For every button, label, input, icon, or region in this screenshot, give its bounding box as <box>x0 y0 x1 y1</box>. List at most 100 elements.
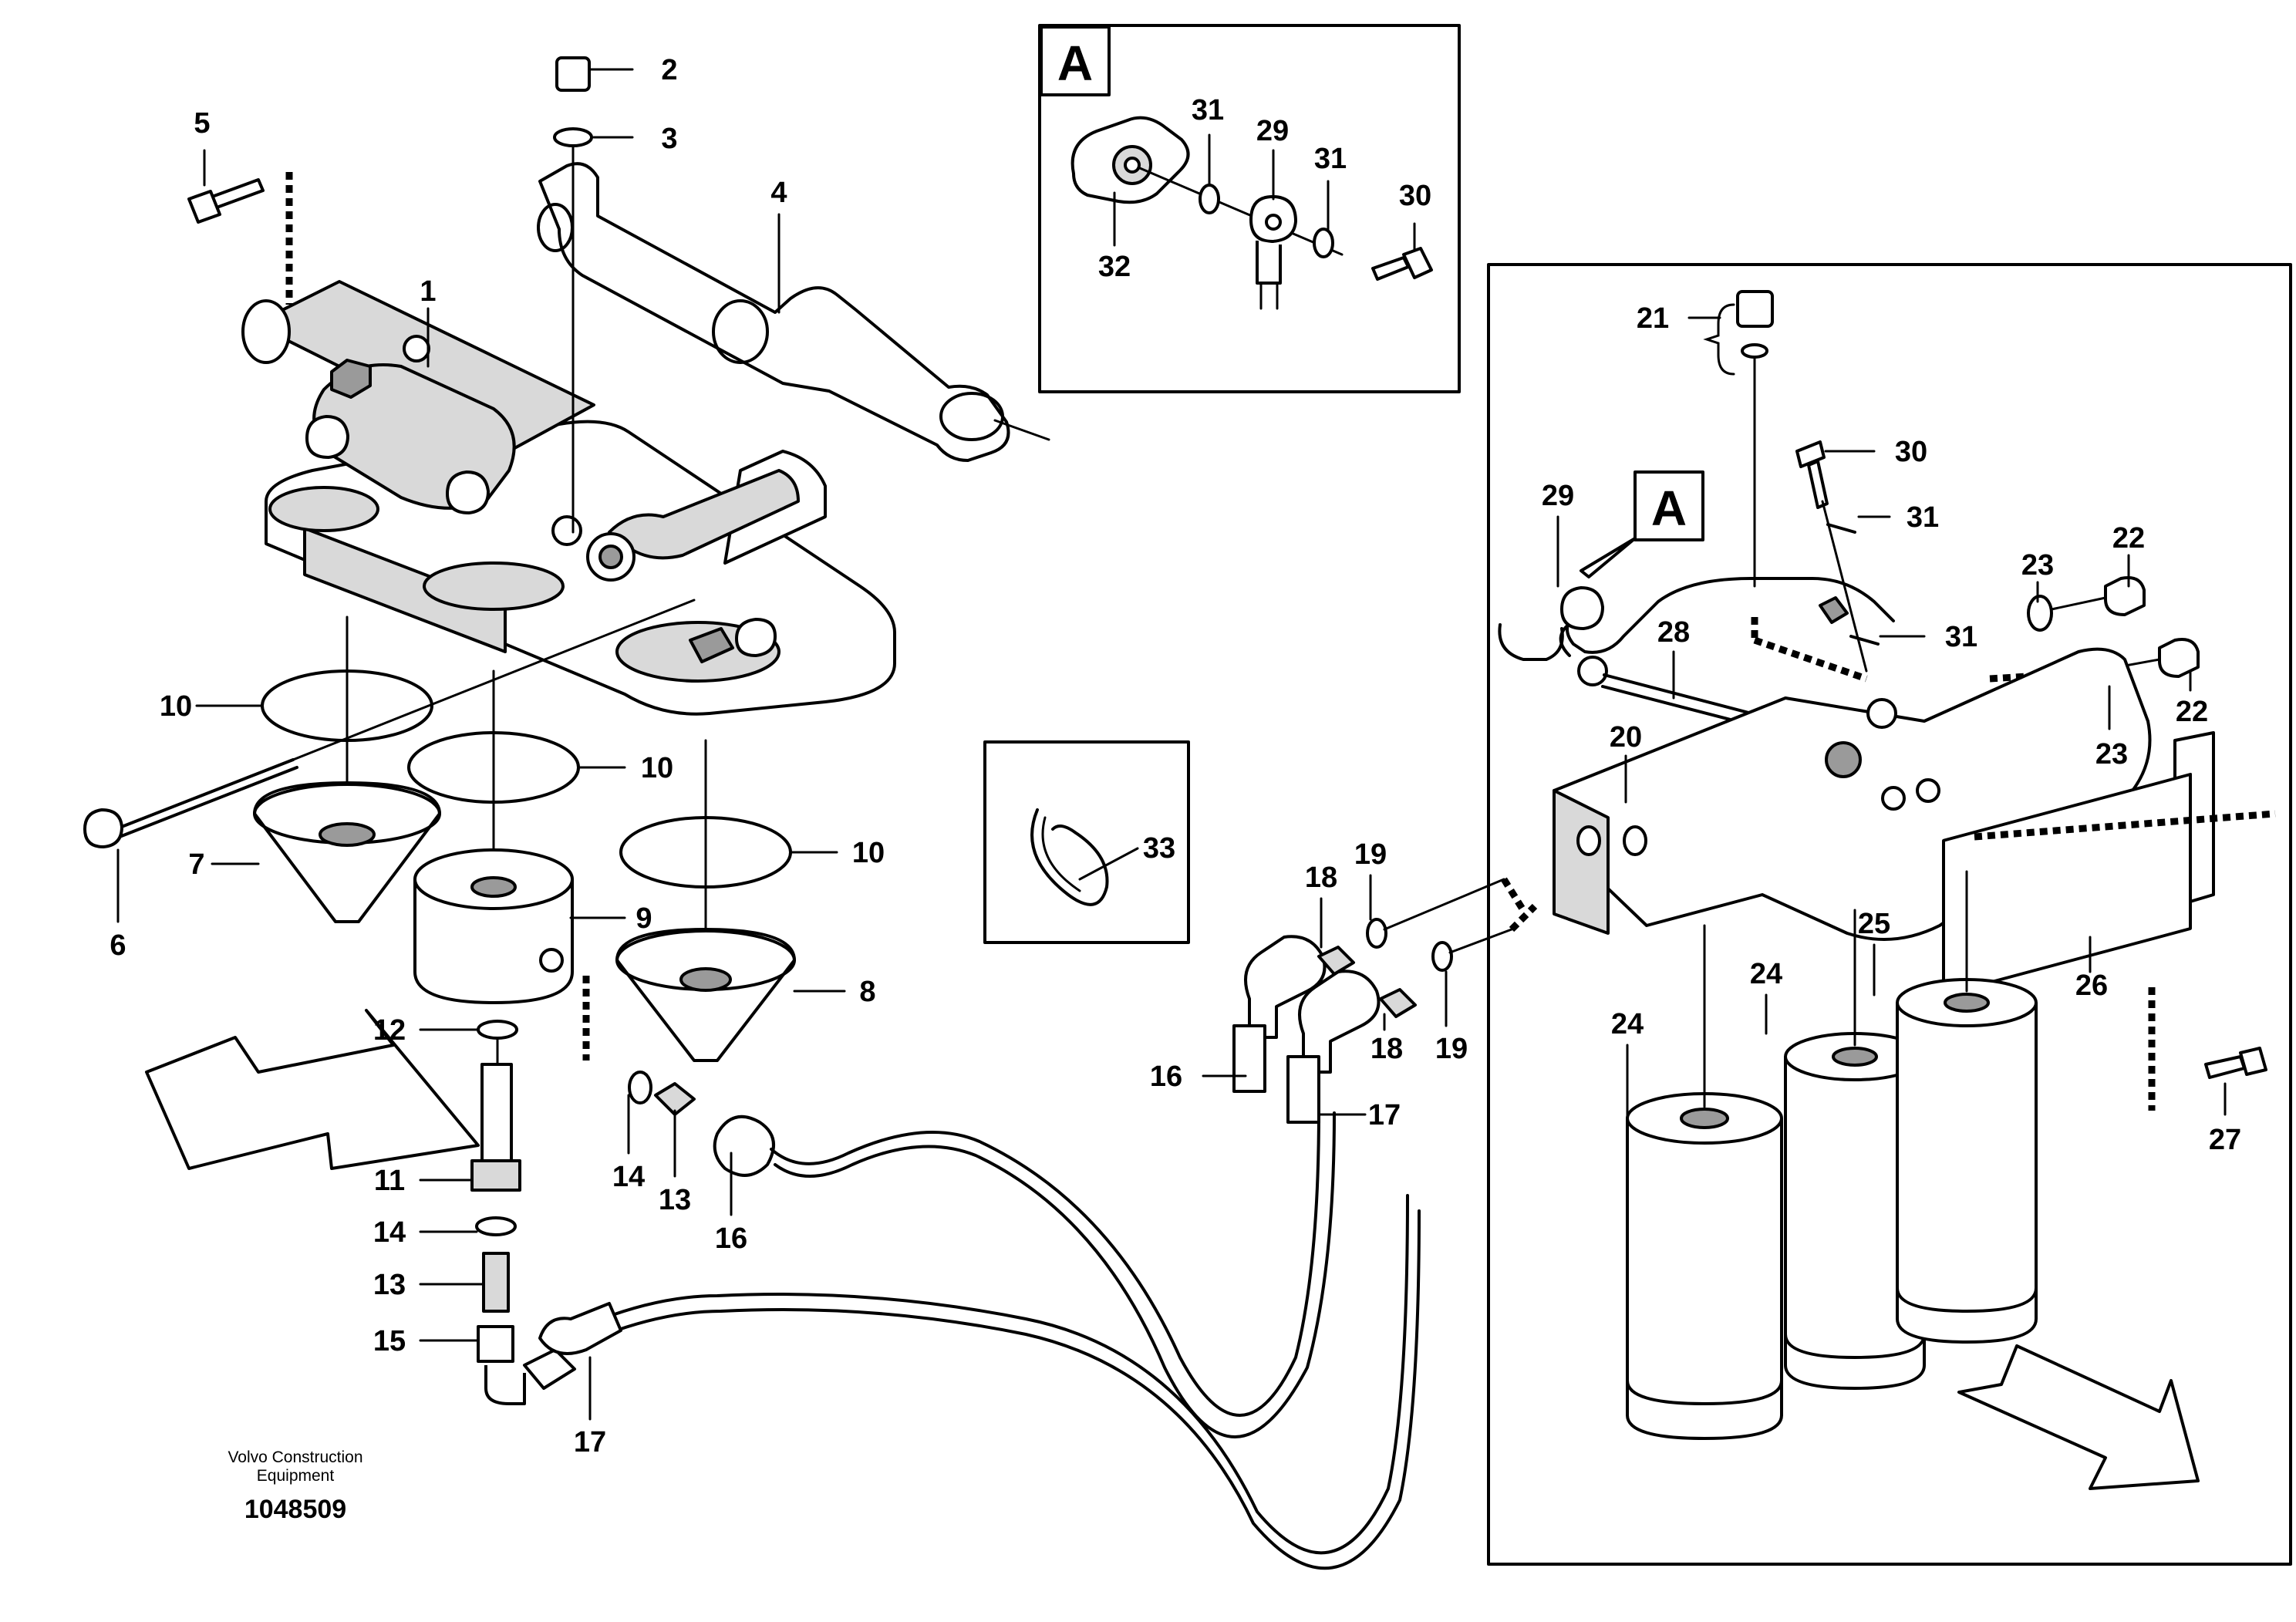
callout-29-a: 29 <box>1256 115 1289 147</box>
callout-22-b: 22 <box>2176 696 2208 728</box>
flow-direction-arrow-right <box>1957 1344 2200 1490</box>
callout-5: 5 <box>194 107 210 140</box>
oil-filter-24-b <box>1784 1032 1926 1390</box>
washer-3 <box>553 127 593 147</box>
adapter-18-a <box>1317 946 1355 976</box>
callout-7: 7 <box>188 848 204 881</box>
callout-15: 15 <box>373 1325 406 1357</box>
bowl-9 <box>413 879 574 1004</box>
pipe-29 <box>1566 577 1895 654</box>
callout-32: 32 <box>1098 251 1131 283</box>
callout-11: 11 <box>374 1165 405 1197</box>
left-filter-housing-assembly: 5 2 3 4 1 10 10 10 7 6 9 8 12 11 14 13 1… <box>83 54 1421 1570</box>
callout-9: 9 <box>636 902 652 935</box>
washer-14-b <box>628 1071 652 1104</box>
callout-13-b: 13 <box>659 1184 691 1216</box>
callout-1: 1 <box>420 275 436 308</box>
nipple-13 <box>482 1252 510 1313</box>
pipe-11 <box>480 1063 513 1166</box>
bolt-27-shank <box>2204 1055 2246 1079</box>
bolt-5-shank <box>211 178 265 209</box>
callout-16-a: 16 <box>715 1222 747 1255</box>
callout-31-d: 31 <box>1945 621 1977 653</box>
callout-20: 20 <box>1610 721 1642 754</box>
centrifuge-cone-7 <box>253 781 441 923</box>
bolt-27-head <box>2239 1047 2267 1076</box>
reference-a-letter: A <box>1651 481 1687 536</box>
oil-filter-24-a <box>1626 1092 1783 1440</box>
washer-31-c <box>1826 523 1856 534</box>
callout-22-a: 22 <box>2112 522 2145 555</box>
callout-31-a: 31 <box>1192 94 1224 126</box>
callout-19-a: 19 <box>1354 838 1387 871</box>
footer: Volvo Construction Equipment 1048509 <box>228 1448 362 1524</box>
adapter-18-b <box>1379 988 1417 1018</box>
bolt-5-head <box>187 190 221 224</box>
washer-31 <box>1199 184 1220 214</box>
callout-30-a: 30 <box>1399 180 1431 212</box>
hose-connection-fittings: 16 17 18 19 18 19 <box>1150 838 1538 1131</box>
hose-end-17 <box>538 1302 622 1355</box>
callout-2: 2 <box>661 54 677 86</box>
callout-17-a: 17 <box>574 1426 606 1458</box>
detail-view-a-letter-box <box>1040 25 1111 96</box>
washer-19-a <box>1366 918 1387 949</box>
callout-21: 21 <box>1637 302 1669 335</box>
callout-25: 25 <box>1858 908 1890 940</box>
elbow-15 <box>477 1325 514 1363</box>
reference-a-box <box>1633 470 1704 541</box>
callout-16-b: 16 <box>1150 1061 1182 1093</box>
callout-28: 28 <box>1657 616 1690 649</box>
centrifuge-cone-8 <box>615 928 796 1062</box>
right-assembly-frame <box>1487 263 2292 1566</box>
callout-23-a: 23 <box>2021 549 2054 582</box>
plug-21 <box>1736 290 1774 328</box>
callout-10-b: 10 <box>641 752 673 784</box>
detail-view-a-frame <box>1038 24 1461 393</box>
hose-end-16 <box>713 1114 775 1177</box>
bolt-30-b-head <box>1795 440 1826 468</box>
callout-26: 26 <box>2075 969 2108 1002</box>
right-filter-assembly: A <box>1487 263 2292 1566</box>
callout-18-a: 18 <box>1305 862 1337 894</box>
bolt-30-shank <box>1371 256 1410 281</box>
callout-31-c: 31 <box>1907 501 1939 534</box>
cable-tie-box: 33 <box>983 740 1190 944</box>
plug-22-a <box>2104 576 2146 616</box>
washer-23-a <box>2027 595 2053 632</box>
oil-filter-25 <box>1896 978 2038 1344</box>
bolt-28-head <box>1577 656 1608 686</box>
callout-24-b: 24 <box>1750 958 1782 990</box>
callout-18-b: 18 <box>1371 1033 1403 1065</box>
callout-10-c: 10 <box>852 837 885 869</box>
cable-tie-33 <box>1030 808 1109 906</box>
cable-tie-frame <box>983 740 1190 944</box>
callout-13-a: 13 <box>373 1269 406 1301</box>
callout-19-b: 19 <box>1435 1033 1468 1065</box>
callout-27: 27 <box>2209 1124 2241 1156</box>
callout-23-b: 23 <box>2095 738 2128 771</box>
callout-12: 12 <box>373 1014 406 1047</box>
o-ring-12 <box>477 1020 518 1040</box>
callout-17-b: 17 <box>1368 1099 1401 1131</box>
callout-14-a: 14 <box>373 1216 406 1249</box>
bracket-21 <box>1703 303 1735 376</box>
washer-19-b <box>1431 941 1453 972</box>
callout-8: 8 <box>859 976 875 1008</box>
plug-22-b <box>2158 638 2200 678</box>
detail-view-a-letter: A <box>1057 35 1093 91</box>
callout-14-b: 14 <box>612 1161 645 1193</box>
bolt-30-head <box>1402 247 1433 279</box>
document-number: 1048509 <box>244 1495 346 1524</box>
manufacturer-line-2: Equipment <box>257 1467 335 1485</box>
plug-2 <box>555 56 591 92</box>
hose-elbow-17 <box>1298 969 1381 1074</box>
callout-6: 6 <box>110 929 126 962</box>
callout-24-a: 24 <box>1611 1008 1644 1040</box>
manufacturer-line-1: Volvo Construction <box>228 1448 362 1466</box>
detail-view-a: A 31 29 31 30 32 <box>1038 24 1461 393</box>
callout-33: 33 <box>1143 832 1175 865</box>
washer-31-d <box>1849 635 1880 646</box>
washer-14 <box>475 1216 517 1236</box>
